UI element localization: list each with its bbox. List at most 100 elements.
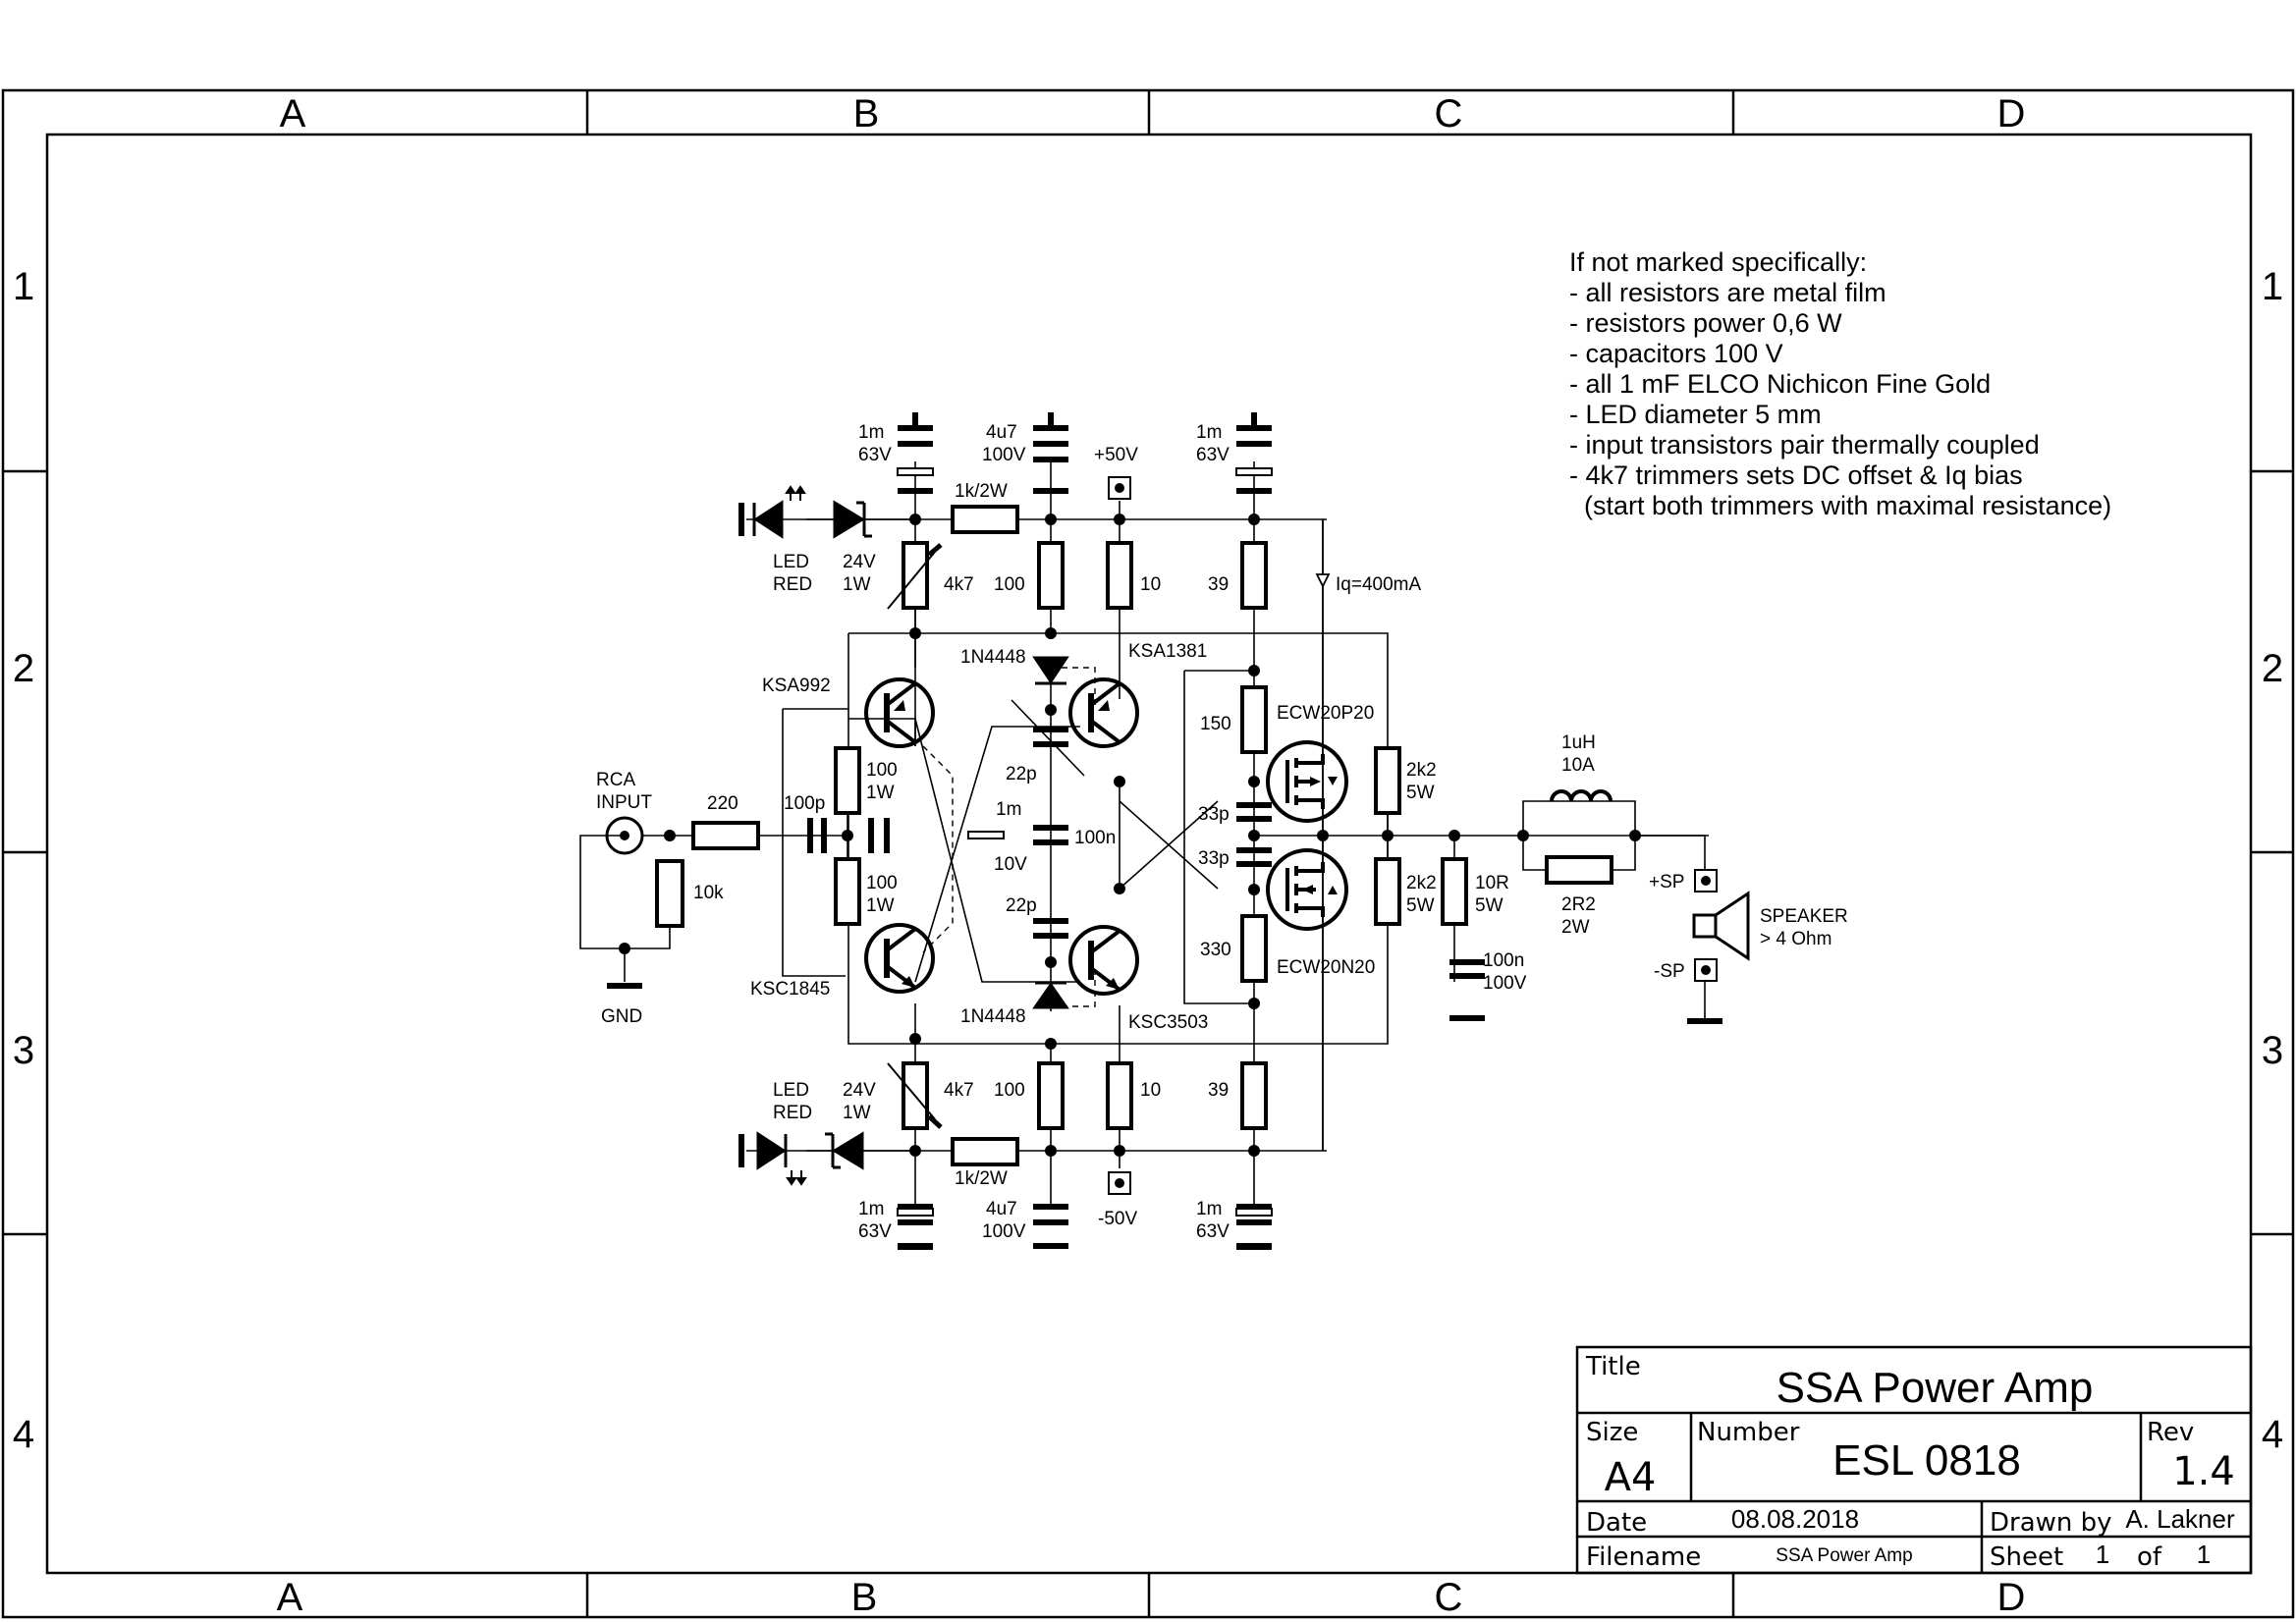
label-2k2-bottom-1: 2k2 — [1406, 873, 1437, 893]
label-c3-bottom-1: 1m — [1196, 1199, 1222, 1219]
label-c3-top-2: 63V — [1196, 445, 1230, 465]
row-label-right-2: 2 — [2262, 647, 2283, 690]
label-gnd: GND — [601, 1006, 642, 1027]
label-2k2-bottom-2: 5W — [1406, 895, 1435, 916]
label-r100-1w-top-1: 100 — [866, 760, 898, 781]
row-label-left-4: 4 — [13, 1413, 34, 1456]
resistor-2k2-top — [1374, 746, 1401, 815]
label-zener-top-2: 1W — [843, 574, 871, 595]
of-label: of — [2137, 1542, 2162, 1572]
drawing-frame — [1, 88, 2295, 1619]
label-r100-1w-bottom-1: 100 — [866, 873, 898, 893]
notes-item: - LED diameter 5 mm — [1569, 400, 1822, 429]
col-label-top-a: A — [280, 92, 306, 135]
led-emission-arrows — [785, 485, 807, 1186]
label-10r-1: 10R — [1475, 873, 1509, 893]
resistor-330 — [1240, 914, 1268, 983]
transistor-ksa992-icon — [864, 677, 935, 748]
filename-label: Filename — [1586, 1542, 1701, 1572]
notes-item: - all 1 mF ELCO Nichicon Fine Gold — [1569, 369, 1991, 399]
resistor-10-bottom — [1106, 1061, 1133, 1130]
label-c-bias-1: 1m — [996, 799, 1021, 820]
component-labels: RCA INPUT GND 220 10k 100p LED RED 24V 1… — [596, 422, 1848, 1242]
sheets-value: 1 — [2197, 1540, 2211, 1569]
col-label-bottom-d: D — [1997, 1576, 2026, 1619]
mosfet-ecw20p20-icon — [1266, 740, 1348, 823]
label-c3-bottom-2: 63V — [1196, 1221, 1230, 1242]
sheet-label: Sheet — [1990, 1542, 2063, 1572]
label-c1-top-2: 63V — [858, 445, 892, 465]
notes-item: - capacitors 100 V — [1569, 339, 1783, 368]
label-330: 330 — [1200, 940, 1231, 960]
label-inductor-1: 1uH — [1561, 732, 1596, 753]
rev-label: Rev — [2147, 1418, 2194, 1447]
col-label-top-b: B — [853, 92, 880, 135]
label-ksa992: KSA992 — [762, 676, 831, 696]
label-2r2-1: 2R2 — [1561, 894, 1596, 915]
notes-item: - all resistors are metal film — [1569, 278, 1886, 307]
col-label-top-c: C — [1435, 92, 1463, 135]
date-value: 08.08.2018 — [1731, 1504, 1859, 1534]
label-2r2-2: 2W — [1561, 917, 1590, 938]
resistor-100-bottom — [1037, 1061, 1065, 1130]
label-ecw20n20: ECW20N20 — [1277, 957, 1375, 978]
speaker-icon — [1692, 891, 1750, 961]
bjts — [864, 677, 1139, 996]
resistor-150 — [1240, 685, 1268, 754]
diode-1n4448-top-icon — [1032, 656, 1069, 684]
notes-item: - resistors power 0,6 W — [1569, 308, 1842, 338]
label-220: 220 — [707, 793, 738, 814]
label-zobel-c-2: 100V — [1483, 973, 1527, 994]
resistor-100-1w-bottom — [834, 857, 861, 926]
title-label: Title — [1585, 1352, 1641, 1381]
resistor-10r — [1441, 857, 1468, 926]
label-c-bias-2: 10V — [994, 854, 1027, 875]
label-4k7-bottom: 4k7 — [944, 1080, 974, 1101]
inductor-icon — [1550, 789, 1613, 802]
bjt-arrows — [894, 700, 1120, 990]
size-label: Size — [1586, 1418, 1638, 1447]
label-100-bottom: 100 — [994, 1080, 1025, 1101]
resistor-2k2-bottom — [1374, 857, 1401, 926]
mosfet-ecw20n20-icon — [1266, 848, 1348, 931]
label-2k2-top-2: 5W — [1406, 783, 1435, 803]
resistor-39-bottom — [1240, 1061, 1268, 1130]
resistor-1k-top — [951, 505, 1019, 534]
size-value: A4 — [1605, 1455, 1657, 1500]
label-22p-bottom: 22p — [1006, 895, 1037, 916]
label-c2-top-1: 4u7 — [986, 422, 1017, 443]
label-led-bottom-1: LED — [773, 1080, 809, 1101]
junction-dots — [619, 514, 1641, 1157]
row-label-left-2: 2 — [13, 647, 34, 690]
iq-arrow-icon — [1315, 573, 1331, 589]
row-label-right-3: 3 — [2262, 1029, 2283, 1072]
label-c1-bottom-2: 63V — [858, 1221, 892, 1242]
rev-value: 1.4 — [2172, 1449, 2235, 1494]
label-led-top-1: LED — [773, 552, 809, 572]
diode-1n4448-bottom-icon — [1032, 982, 1069, 1009]
led-bottom-icon — [756, 1131, 787, 1170]
label-10r-2: 5W — [1475, 895, 1503, 916]
label-100-top: 100 — [994, 574, 1025, 595]
label-100p: 100p — [784, 793, 825, 814]
label-zener-bottom-1: 24V — [843, 1080, 876, 1101]
label-1n4448-bottom: 1N4448 — [960, 1006, 1026, 1027]
rca-input-jack-icon — [605, 816, 644, 855]
label-speaker-1: SPEAKER — [1760, 906, 1848, 927]
label-10-bottom: 10 — [1140, 1080, 1161, 1101]
label-r100-1w-bottom-2: 1W — [866, 895, 895, 916]
resistor-10k — [655, 859, 684, 928]
led-top-icon — [753, 500, 784, 539]
number-value: ESL 0818 — [1832, 1436, 2021, 1485]
label-led-bottom-2: RED — [773, 1103, 812, 1123]
grid-labels: A B C D A B C D 1 2 3 4 1 2 3 4 — [13, 92, 2283, 1619]
label-zobel-c-1: 100n — [1483, 950, 1524, 971]
label-ksc3503: KSC3503 — [1128, 1012, 1208, 1033]
label-33p-bottom: 33p — [1198, 848, 1230, 869]
resistor-39-top — [1240, 541, 1268, 610]
resistor-1k-bottom — [951, 1137, 1019, 1166]
mosfet-glyphs — [1302, 777, 1338, 894]
sheet-value: 1 — [2096, 1540, 2109, 1569]
title-block-text: Title SSA Power Amp Size A4 Number ESL 0… — [1585, 1352, 2235, 1572]
